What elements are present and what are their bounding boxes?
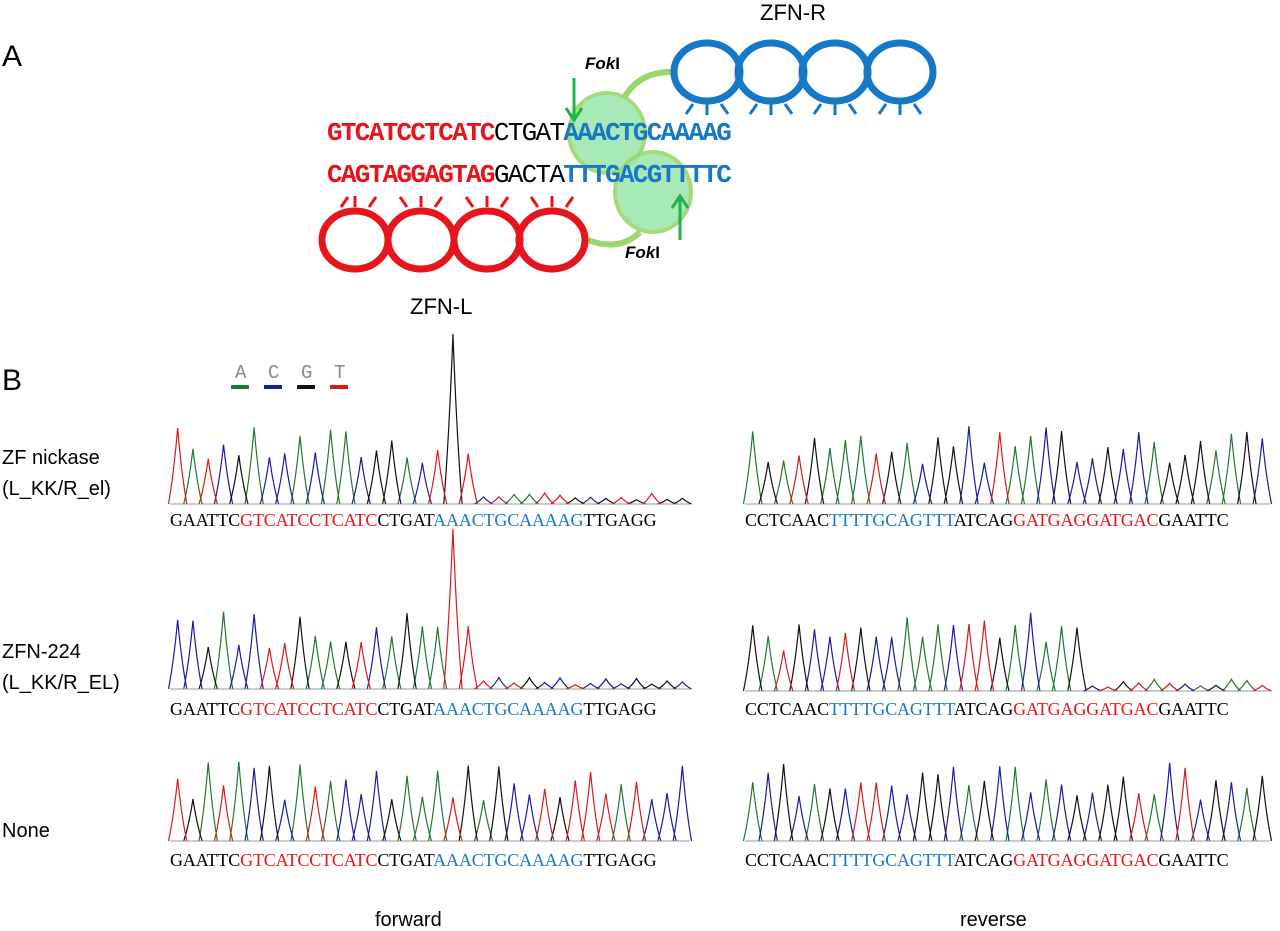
dna-bottom-blue: TTTGACGTTTTC — [563, 160, 732, 190]
legend-t: T — [334, 362, 346, 384]
trace-peaks-g — [183, 765, 570, 842]
trace-reverse-row1 — [742, 426, 1273, 505]
trace-peaks-g — [742, 624, 1226, 692]
dna-top-strand: GTCATCCTCATCCTGATAAACTGCAAAAG — [327, 118, 732, 148]
dna-top-red: GTCATCCTCATC — [327, 118, 496, 148]
trace-peaks-g — [229, 333, 692, 505]
dna-bottom-spacer: GACTA — [493, 160, 565, 190]
legend-c: C — [268, 362, 280, 384]
trace-forward-row1 — [167, 333, 692, 505]
foki-domain-bottom — [613, 150, 693, 234]
dna-bottom-strand: CAGTAGGAGTAGGACTATTTGACGTTTTC — [327, 160, 732, 190]
dna-top-spacer: CTGAT — [493, 118, 565, 148]
trace-peaks-g — [198, 613, 677, 690]
zfn-l-label: ZFN-L — [410, 294, 473, 319]
foki-label-top: FokI — [585, 54, 620, 73]
trace-peaks-t — [259, 528, 585, 690]
trace-peaks-c — [758, 762, 1242, 842]
panel-b-label: B — [2, 364, 23, 397]
trace-peaks-t — [773, 620, 1272, 692]
linker-left — [586, 229, 643, 248]
dna-top-blue: AAACTGCAAAAG — [563, 118, 732, 148]
foki-label-bottom: FokI — [625, 243, 660, 262]
trace-peaks-a — [198, 761, 631, 842]
row-label-zfn-224: ZFN-224(L_KK/R_EL) — [2, 641, 120, 694]
trace-forward-row2 — [167, 528, 692, 690]
zfn-r-label: ZFN-R — [760, 0, 826, 25]
linker-right — [621, 68, 677, 100]
legend-bar-c — [264, 385, 282, 389]
row-label-zf-nickase: ZF nickase(L_KK/R_el) — [2, 447, 111, 500]
trace-peaks-c — [804, 612, 1195, 692]
dna-bottom-red: CAGTAGGAGTAG — [327, 160, 496, 190]
zfn-r-fingers — [670, 39, 937, 105]
zfn-r-contacts — [684, 103, 923, 115]
trace-peaks-c — [167, 613, 692, 690]
zfn-diagram — [318, 39, 937, 273]
sequence-forward-row3: GAATTCGTCATCCTCATCCTGATAAACTGCAAAAGTTGAG… — [170, 850, 657, 870]
trace-peaks-a — [742, 766, 1257, 842]
forward-label: forward — [375, 909, 442, 931]
trace-peaks-g — [773, 763, 1273, 842]
trace-peaks-g — [758, 430, 1257, 505]
trace-peaks-c — [213, 444, 601, 505]
trace-peaks-a — [758, 617, 1257, 692]
foki-domain-top — [567, 91, 647, 175]
sequence-reverse-row3: CCTCAACTTTTGCAGTTTATCAGGATGAGGATGACGAATT… — [745, 850, 1229, 870]
legend-a: A — [235, 362, 247, 384]
sequence-forward-row2: GAATTCGTCATCCTCATCCTGATAAACTGCAAAAGTTGAG… — [170, 699, 657, 719]
panel-a-label: A — [2, 40, 23, 73]
sequence-reverse-row2: CCTCAACTTTTGCAGTTTATCAGGATGAGGATGACGAATT… — [745, 699, 1229, 719]
trace-reverse-row3 — [742, 762, 1273, 842]
zfn-l-fingers — [318, 207, 589, 273]
cleavage-arrow-top — [564, 78, 584, 123]
trace-peaks-c — [244, 765, 693, 842]
trace-peaks-t — [167, 772, 647, 842]
zfn-l-contacts — [339, 196, 575, 208]
sequence-forward-row1: GAATTCGTCATCCTCATCCTGATAAACTGCAAAAGTTGAG… — [170, 510, 657, 530]
trace-reverse-row2 — [742, 612, 1272, 692]
trace-peaks-t — [789, 432, 1010, 505]
legend-bar-t — [330, 385, 348, 389]
row-label-none: None — [2, 820, 50, 842]
trace-peaks-a — [183, 427, 539, 505]
trace-peaks-a — [742, 431, 1242, 505]
legend-g: G — [301, 362, 313, 384]
trace-peaks-a — [213, 611, 448, 690]
trace-peaks-t — [850, 767, 1195, 842]
trace-forward-row3 — [167, 761, 693, 842]
cleavage-arrow-bottom — [670, 193, 690, 240]
trace-peaks-c — [912, 426, 1273, 505]
sequence-reverse-row1: CCTCAACTTTTGCAGTTTATCAGGATGAGGATGACGAATT… — [745, 510, 1229, 530]
reverse-label: reverse — [960, 909, 1027, 931]
legend-bar-a — [231, 385, 249, 389]
trace-peaks-t — [167, 427, 662, 505]
legend-bar-g — [297, 385, 315, 389]
